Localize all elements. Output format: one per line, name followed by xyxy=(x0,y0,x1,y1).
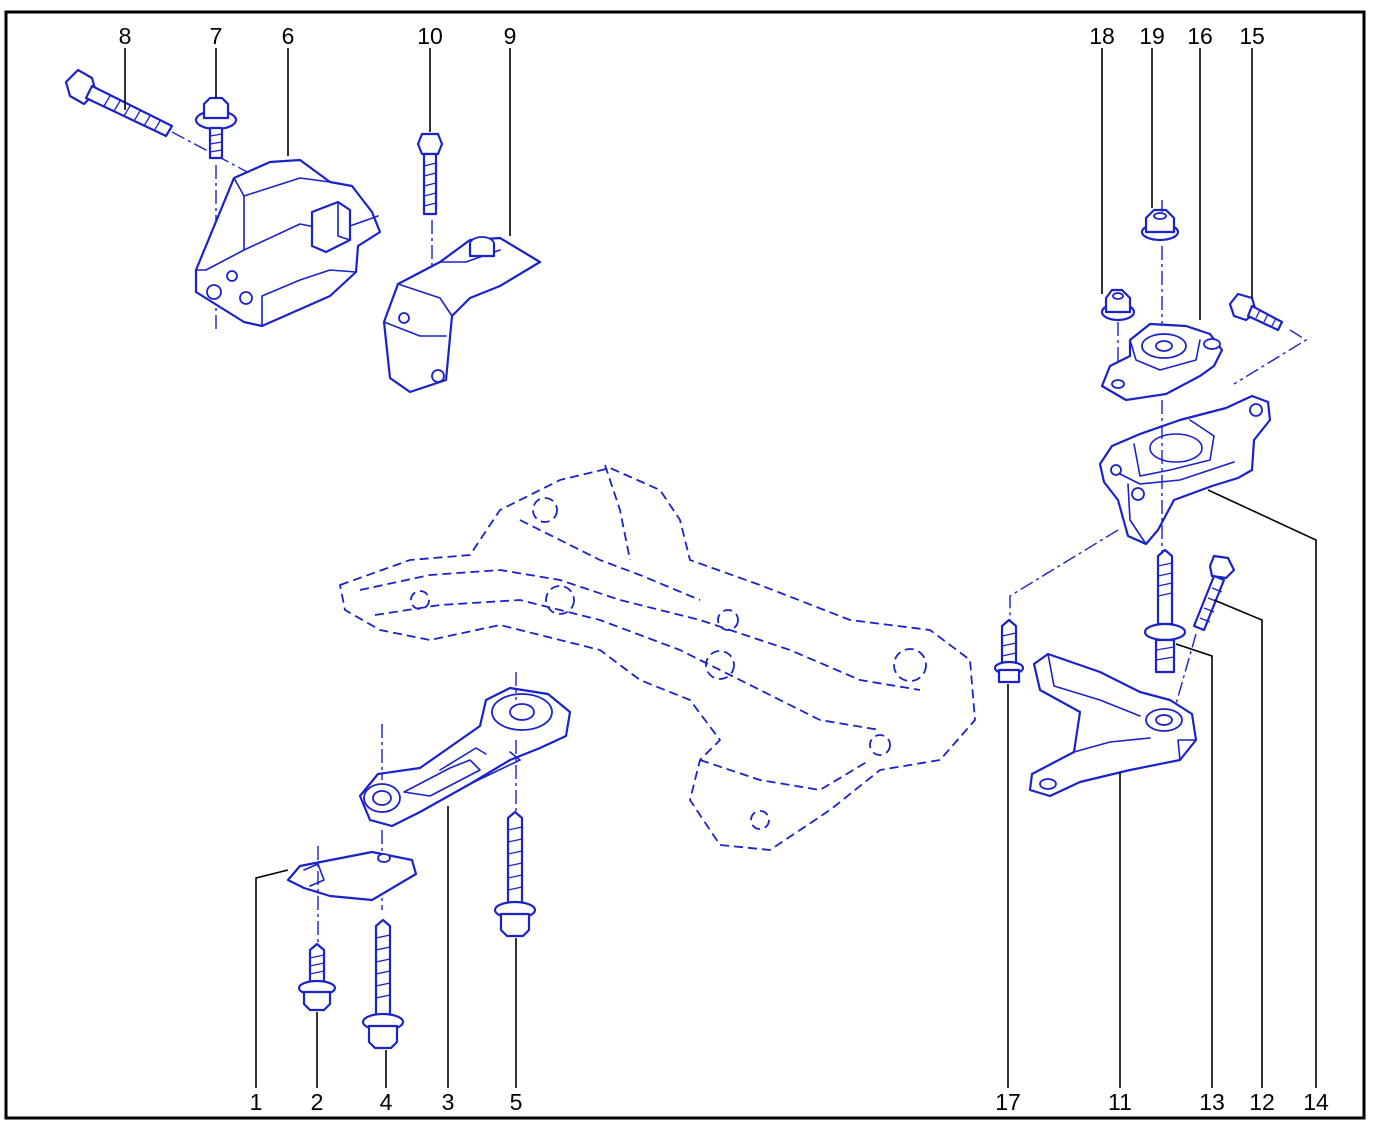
callout-17: 17 xyxy=(995,1089,1021,1115)
callout-2: 2 xyxy=(311,1089,324,1115)
leader-14 xyxy=(1207,489,1317,1088)
bracket-1 xyxy=(286,850,418,902)
stud-13 xyxy=(1143,548,1187,674)
leader-lines xyxy=(124,48,1317,1088)
callout-5: 5 xyxy=(510,1089,523,1115)
callout-4: 4 xyxy=(380,1089,393,1115)
callout-16: 16 xyxy=(1187,23,1213,49)
bolt-15 xyxy=(1228,292,1284,332)
mount-bracket-14 xyxy=(1098,394,1272,546)
callout-15: 15 xyxy=(1239,23,1265,49)
callout-13: 13 xyxy=(1199,1089,1225,1115)
callout-1: 1 xyxy=(250,1089,263,1115)
callout-12: 12 xyxy=(1249,1089,1275,1115)
nut-19 xyxy=(1140,208,1180,242)
callout-18: 18 xyxy=(1089,23,1115,49)
callout-8: 8 xyxy=(119,23,132,49)
callout-3: 3 xyxy=(442,1089,455,1115)
bolt-7 xyxy=(194,96,238,160)
bolt-2 xyxy=(297,942,337,1012)
leader-13 xyxy=(1175,643,1213,1088)
callout-14: 14 xyxy=(1303,1089,1329,1115)
front-subframe xyxy=(339,464,976,851)
bolt-17 xyxy=(993,618,1025,684)
bracket-9 xyxy=(382,236,542,394)
bolt-4 xyxy=(361,918,405,1050)
nut-18 xyxy=(1100,288,1136,322)
bolt-12 xyxy=(1192,554,1236,632)
bolt-5 xyxy=(493,810,537,938)
callout-11: 11 xyxy=(1108,1089,1132,1115)
mount-pad-16 xyxy=(1100,322,1224,402)
diagram-frame xyxy=(4,10,1366,1120)
bolt-10 xyxy=(416,132,444,216)
engine-mount-6 xyxy=(194,158,382,328)
callout-6: 6 xyxy=(282,23,295,49)
lower-bracket-11 xyxy=(1028,652,1198,798)
callout-19: 19 xyxy=(1139,23,1165,49)
torque-rod-3 xyxy=(358,686,572,828)
callout-9: 9 xyxy=(504,23,517,49)
callout-10: 10 xyxy=(417,23,443,49)
callout-7: 7 xyxy=(210,23,223,49)
bolt-8 xyxy=(64,68,174,138)
callout-labels: 8 7 6 10 9 18 19 16 15 1 2 4 3 5 17 11 1… xyxy=(119,23,1329,1115)
leader-1 xyxy=(255,869,289,1088)
leader-12 xyxy=(1213,599,1263,1088)
